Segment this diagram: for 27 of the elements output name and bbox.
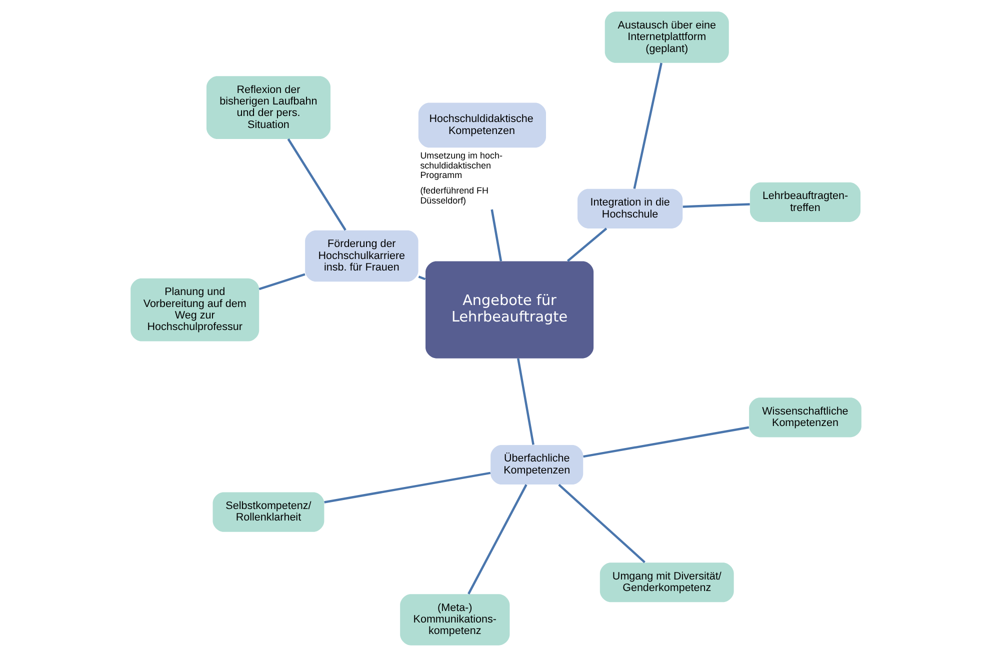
node-box: Überfachliche Kompetenzen [490,445,584,485]
node-box: Umgang mit Diversität/ Genderkompetenz [600,562,734,602]
node-label: (federführend FH Düsseldorf) [420,186,488,206]
node-box: Reflexion der bisherigen Laufbahn und der pers. Situation [206,76,330,139]
node-box: Selbstkompetenz/ Rollenklarheit [212,492,324,532]
connector [558,484,646,564]
node-label: Umsetzung im hoch-schuldidaktischen Programm [420,150,502,180]
connector [287,138,346,231]
connector [258,273,306,290]
node-box: Wissenschaftliche Kompetenzen [749,398,862,438]
node-box: (Meta-) Kommunikations-kompetenz [400,594,510,646]
connector [517,358,534,445]
connector [468,484,528,594]
connector [583,426,750,458]
node-box: Angebote für Lehrbeauftragte [426,261,594,358]
connector [682,203,750,208]
connector [633,62,662,189]
connector [324,472,491,504]
node-box: Integration in die Hochschule [577,188,683,228]
node-box: Förderung der Hochschulkarriere insb. für Frauen [305,230,418,282]
node-box: Lehrbeauftragten-treffen [750,182,860,222]
node-box: Hochschuldidaktische Kompetenzen [418,102,546,148]
connector [566,228,608,262]
node-box: Austausch über eine Internetplattform (geplant) [604,12,729,63]
connector [418,276,426,280]
connector [490,209,502,262]
node-box: Planung und Vorbereitung auf dem Weg zur Hochschulprofessur [130,278,260,342]
